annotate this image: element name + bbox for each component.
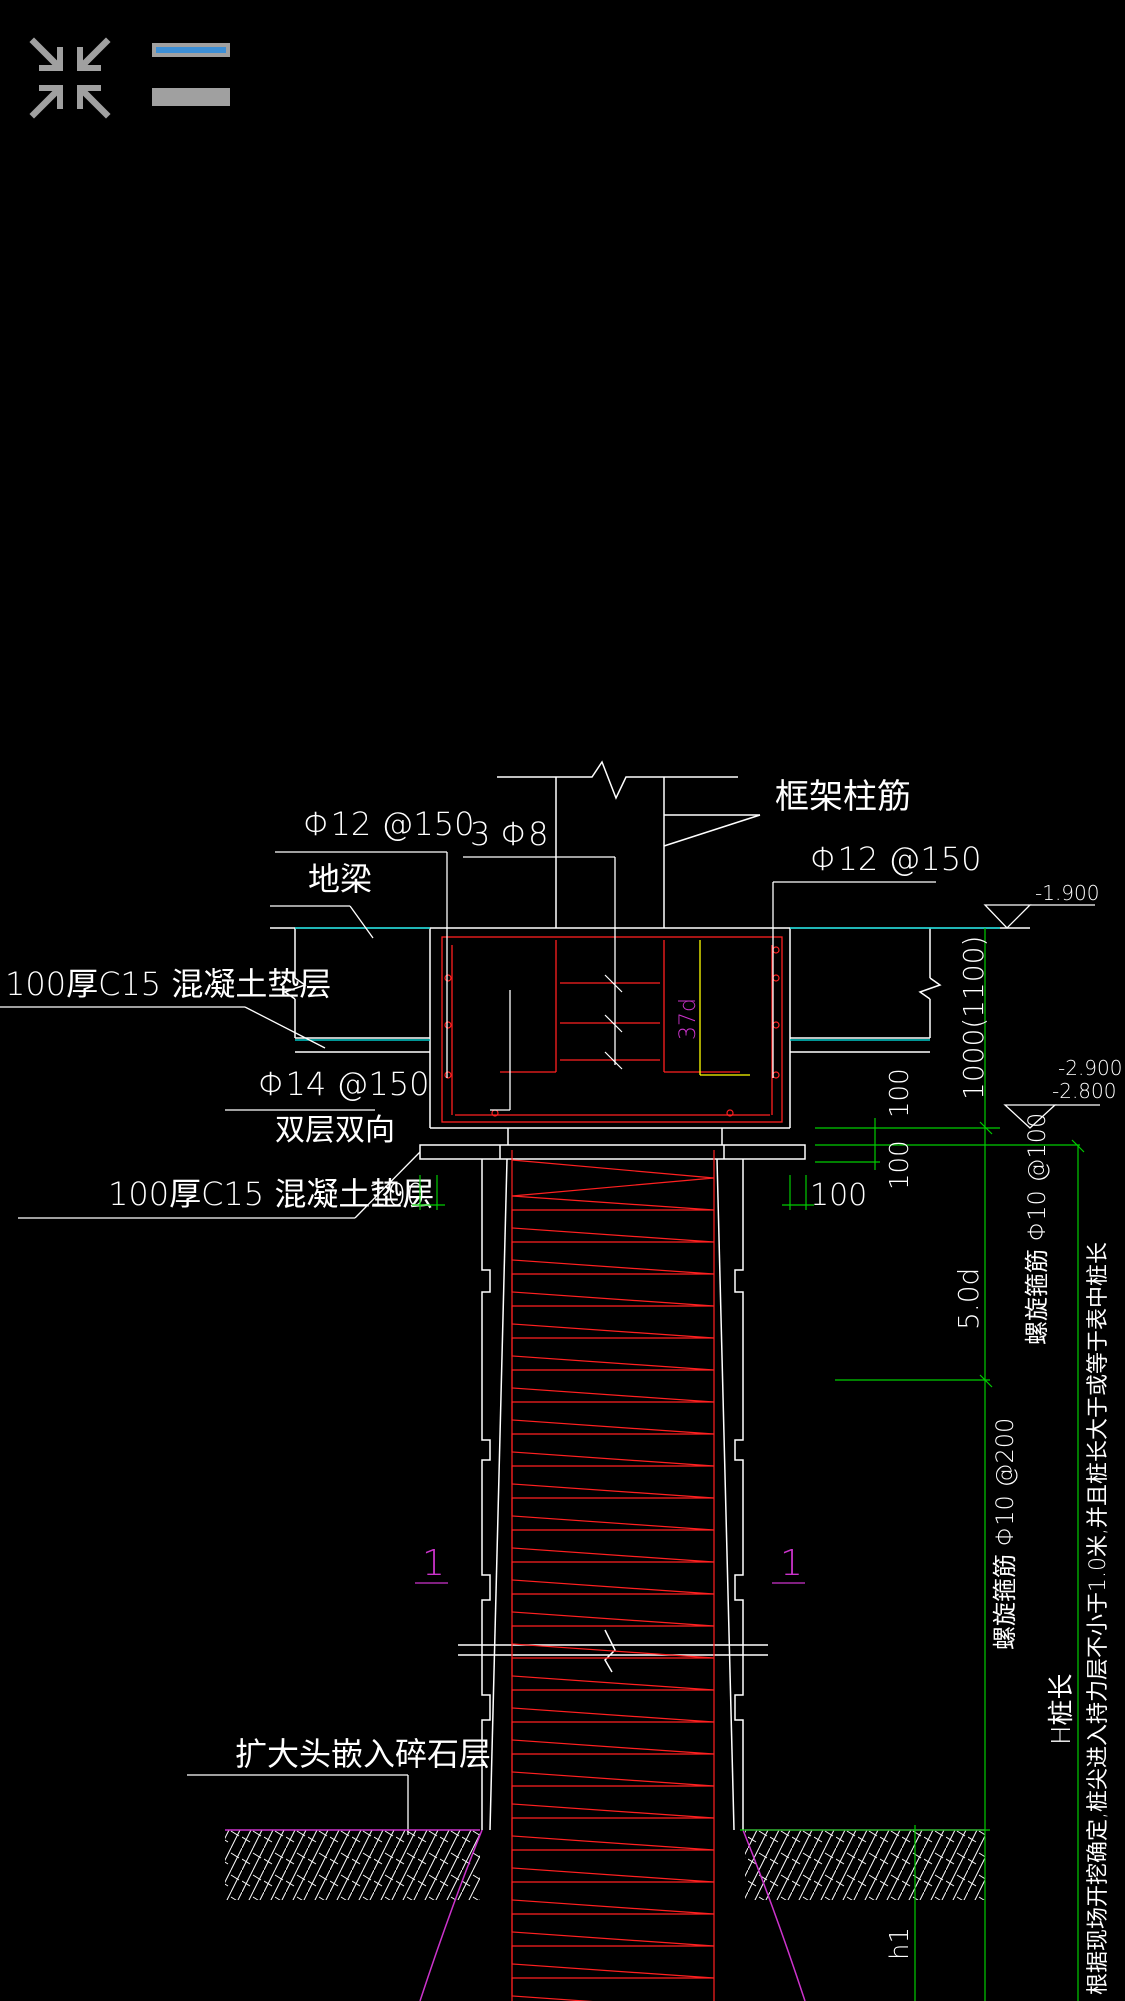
label-pile-length: H桩长	[1047, 1673, 1077, 1745]
label-dim-100-left: 100	[368, 1178, 425, 1213]
label-section-right: 1	[780, 1543, 803, 1584]
tie-slashes	[604, 974, 623, 1070]
collapse-button[interactable]	[22, 30, 118, 126]
label-tie-bars: 3 Φ8	[470, 815, 548, 853]
cap-rebar-dots	[444, 946, 780, 1117]
label-dim-100-v1: 100	[885, 1068, 915, 1118]
label-frame-column-rebar: 框架柱筋	[775, 777, 911, 817]
label-elev-top: -1.900	[1035, 881, 1099, 905]
label-cushion-bottom: 100厚C15 混凝土垫层	[108, 1175, 434, 1213]
soil-hatch-left	[225, 1830, 480, 1900]
cap-rebar	[441, 936, 783, 1123]
label-double-layer: 双层双向	[275, 1113, 395, 1148]
label-dim-100-right: 100	[810, 1178, 867, 1213]
leader-frame-column	[663, 814, 761, 847]
label-section-left: 1	[422, 1543, 445, 1584]
label-h1: h1	[885, 1927, 915, 1960]
label-ground-beam: 地梁	[308, 860, 372, 898]
label-cushion-top: 100厚C15 混凝土垫层	[5, 965, 331, 1003]
label-stirrup-top-right: Φ12 @150	[810, 840, 982, 878]
collapse-arrows-icon	[26, 34, 114, 122]
label-stirrup-top-left: Φ12 @150	[303, 805, 475, 843]
cushion-dim-ticks	[412, 1175, 814, 1210]
dimension-lines	[740, 928, 1085, 2001]
label-elev-mid-1: -2.900	[1058, 1056, 1122, 1080]
label-spiral-2: 螺旋箍筋 Φ10 @200	[991, 1418, 1019, 1650]
menu-button[interactable]	[150, 40, 234, 110]
label-elev-mid-2: -2.800	[1052, 1079, 1116, 1103]
column-outline	[497, 760, 760, 928]
label-pile-note: 根据现场开挖确定,桩尖进入持力层不小于1.0米,并且桩长大于或等于表中桩长	[1086, 1242, 1111, 1995]
label-dim-1000: 1000(1100)	[957, 936, 990, 1100]
pile-outline	[458, 1128, 768, 1831]
soil-hatch-right	[745, 1830, 985, 1900]
label-spiral-1: 螺旋箍筋 Φ10 @100	[1023, 1113, 1051, 1345]
menu-icon	[152, 43, 230, 106]
label-anchor-length: 37d	[676, 998, 701, 1040]
pile-rebar	[511, 1150, 715, 2001]
leaders	[0, 851, 936, 1835]
anchor-hook	[699, 940, 750, 1076]
label-dim-5d: 5.0d	[952, 1268, 985, 1330]
elevation-symbols	[983, 904, 1100, 1129]
label-bottom-rebar: Φ14 @150	[258, 1065, 430, 1103]
toolbar	[0, 0, 1125, 140]
label-enlarged-head: 扩大头嵌入碎石层	[235, 1735, 491, 1773]
label-dim-100-v2: 100	[885, 1140, 915, 1190]
